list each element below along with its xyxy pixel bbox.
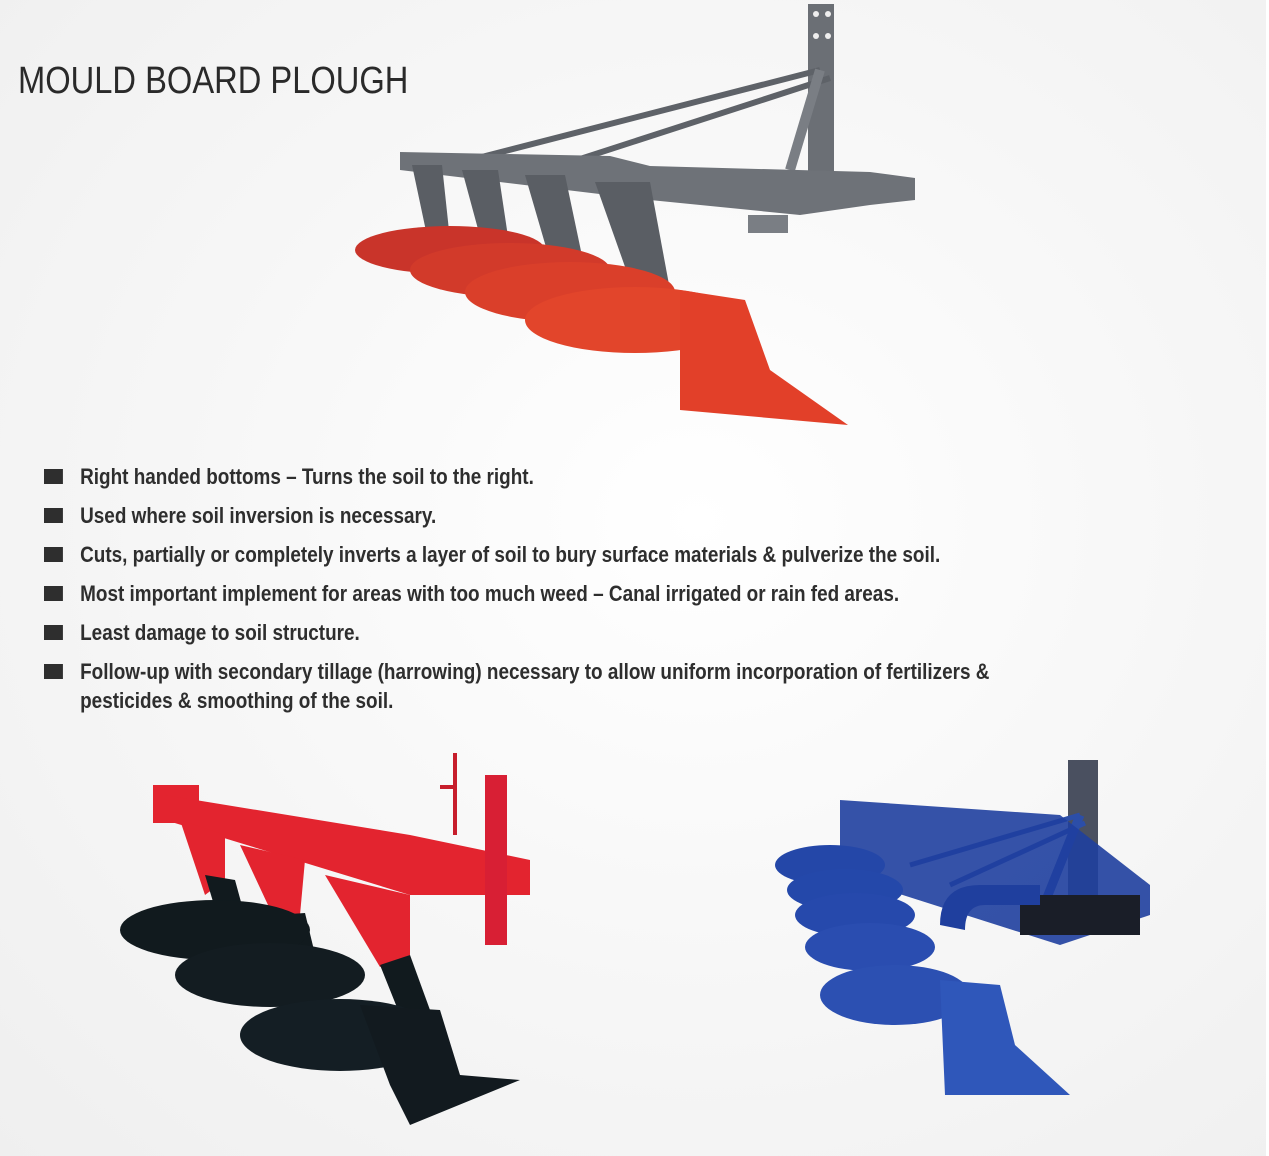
feature-item: Cuts, partially or completely inverts a …	[44, 540, 1164, 569]
feature-text: Most important implement for areas with …	[80, 581, 900, 606]
feature-text: Right handed bottoms – Turns the soil to…	[80, 464, 534, 489]
feature-list: Right handed bottoms – Turns the soil to…	[44, 462, 1144, 725]
plough-image-red-black	[110, 745, 550, 1130]
feature-item: Right handed bottoms – Turns the soil to…	[44, 462, 1164, 491]
plough-image-blue	[770, 755, 1170, 1115]
page-edge	[1266, 0, 1269, 1156]
feature-item: Least damage to soil structure.	[44, 618, 1164, 647]
feature-text: Cuts, partially or completely inverts a …	[80, 542, 941, 567]
bullet-square-icon	[44, 508, 63, 523]
feature-item: Used where soil inversion is necessary.	[44, 501, 1164, 530]
feature-item: Most important implement for areas with …	[44, 579, 1164, 608]
feature-text: Used where soil inversion is necessary.	[80, 503, 437, 528]
bullet-square-icon	[44, 664, 63, 679]
feature-item: Follow-up with secondary tillage (harrow…	[44, 657, 1112, 715]
feature-text: Follow-up with secondary tillage (harrow…	[80, 659, 990, 713]
plough-image-grey-orange	[350, 0, 930, 440]
bullet-square-icon	[44, 469, 63, 484]
bullet-square-icon	[44, 547, 63, 562]
bullet-square-icon	[44, 586, 63, 601]
page-title: MOULD BOARD PLOUGH	[18, 60, 409, 102]
bullet-square-icon	[44, 625, 63, 640]
feature-text: Least damage to soil structure.	[80, 620, 360, 645]
